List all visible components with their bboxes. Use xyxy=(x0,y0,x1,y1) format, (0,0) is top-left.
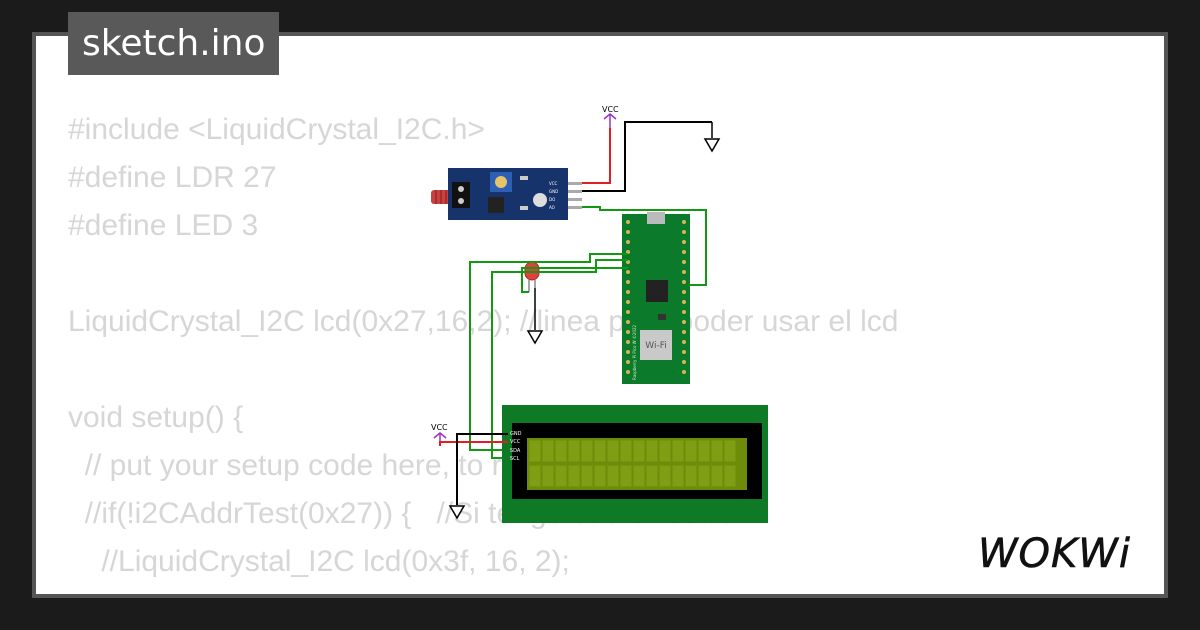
ldr-pin-label: GND xyxy=(549,189,558,194)
wire-ldr-gnd[interactable] xyxy=(582,121,712,192)
code-line: //Puedo cambiar la direccion a 0x27 xyxy=(68,586,898,594)
lcd-pin-label: SDA xyxy=(510,448,521,454)
rp2040-chip xyxy=(646,280,668,302)
vcc-symbol: VCC xyxy=(602,105,619,128)
wokwi-logo-text: WOKWi xyxy=(978,531,1131,577)
usb-port xyxy=(647,212,665,224)
lcd-display[interactable]: GND VCC SDA SCL xyxy=(502,405,768,523)
code-line: #define LDR 27 xyxy=(68,161,277,194)
code-line: //LiquidCrystal_I2C lcd(0x3f, 16, 2); xyxy=(68,545,570,578)
ldr-sensor-module[interactable]: VCC GND DO AO xyxy=(431,168,582,220)
ldr-pin-label: AO xyxy=(549,205,555,210)
lcd-pin-label: GND xyxy=(510,431,522,437)
wire-lcd-sda[interactable] xyxy=(469,253,628,451)
wire-lcd-scl[interactable] xyxy=(491,259,628,459)
code-line: #include <LiquidCrystal_I2C.h> xyxy=(68,113,485,146)
ldr-pin-label: DO xyxy=(549,197,555,202)
code-line: void setup() { xyxy=(68,401,244,434)
ground-symbol xyxy=(448,505,466,520)
wire-ldr-ao[interactable] xyxy=(582,206,707,286)
red-led[interactable] xyxy=(524,261,540,292)
wire-led[interactable] xyxy=(521,267,628,293)
wifi-label: Wi-Fi xyxy=(645,341,666,351)
ground-symbol xyxy=(526,330,544,345)
svg-text:VCC: VCC xyxy=(602,105,619,114)
pico-w-board[interactable]: Wi-Fi Raspberry Pi Pico W ©2022 xyxy=(622,212,690,384)
code-line: #define LED 3 xyxy=(68,209,259,242)
lcd-pin-label: VCC xyxy=(510,439,521,445)
wire-lcd-vcc[interactable] xyxy=(439,441,508,446)
wokwi-logo: WOKWi xyxy=(978,531,1131,577)
wire-lcd-gnd[interactable] xyxy=(456,433,508,505)
wifi-module xyxy=(640,330,672,360)
pico-board-text: Raspberry Pi Pico W ©2022 xyxy=(632,324,637,380)
lcd-pin-label: SCL xyxy=(510,456,520,462)
wire-ldr-vcc[interactable] xyxy=(582,128,611,184)
svg-text:VCC: VCC xyxy=(431,423,448,432)
ground-symbol xyxy=(703,122,721,153)
potentiometer xyxy=(495,176,507,188)
filename-tab[interactable]: sketch.ino xyxy=(68,12,280,75)
ldr-pin-label: VCC xyxy=(549,181,558,186)
